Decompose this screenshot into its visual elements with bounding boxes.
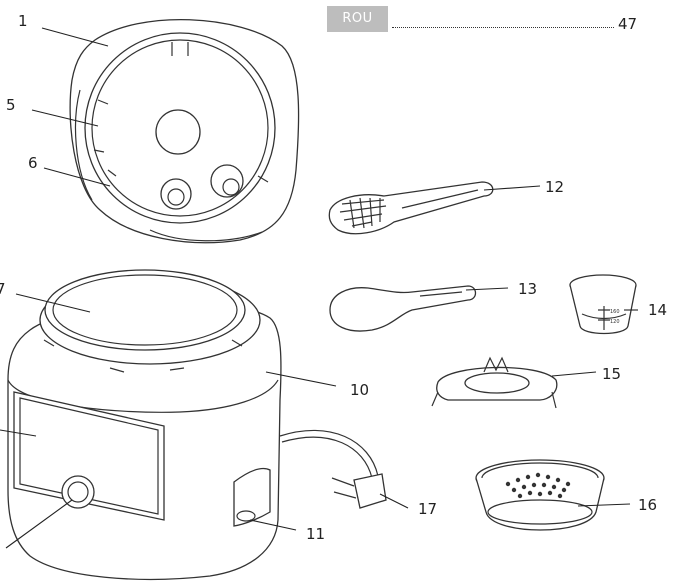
lid-inner-view (69, 18, 300, 244)
callout-14: 14 (648, 301, 667, 319)
callout-13: 13 (518, 280, 537, 298)
steam-rack (431, 356, 558, 409)
cup-mark-160: 160 (610, 309, 620, 315)
steam-basket (475, 459, 605, 531)
spoon (329, 285, 477, 332)
measuring-cup: 160 120 (569, 274, 637, 335)
callout-5: 5 (6, 96, 16, 114)
callout-16: 16 (638, 496, 657, 514)
cooker-body (7, 269, 387, 581)
callout-17: 17 (418, 500, 437, 518)
dotted-leader (392, 27, 614, 28)
callout-12: 12 (545, 178, 564, 196)
leader-lines (0, 27, 638, 549)
callout-1: 1 (18, 12, 28, 30)
callout-15: 15 (602, 365, 621, 383)
callout-11: 11 (306, 525, 325, 543)
spatula (328, 181, 494, 235)
language-tab: ROU (327, 6, 388, 32)
page-number: 47 (618, 15, 638, 33)
cup-mark-120: 120 (610, 319, 620, 325)
callout-6: 6 (28, 154, 38, 172)
callout-7: 7 (0, 280, 6, 298)
callout-10: 10 (350, 381, 369, 399)
